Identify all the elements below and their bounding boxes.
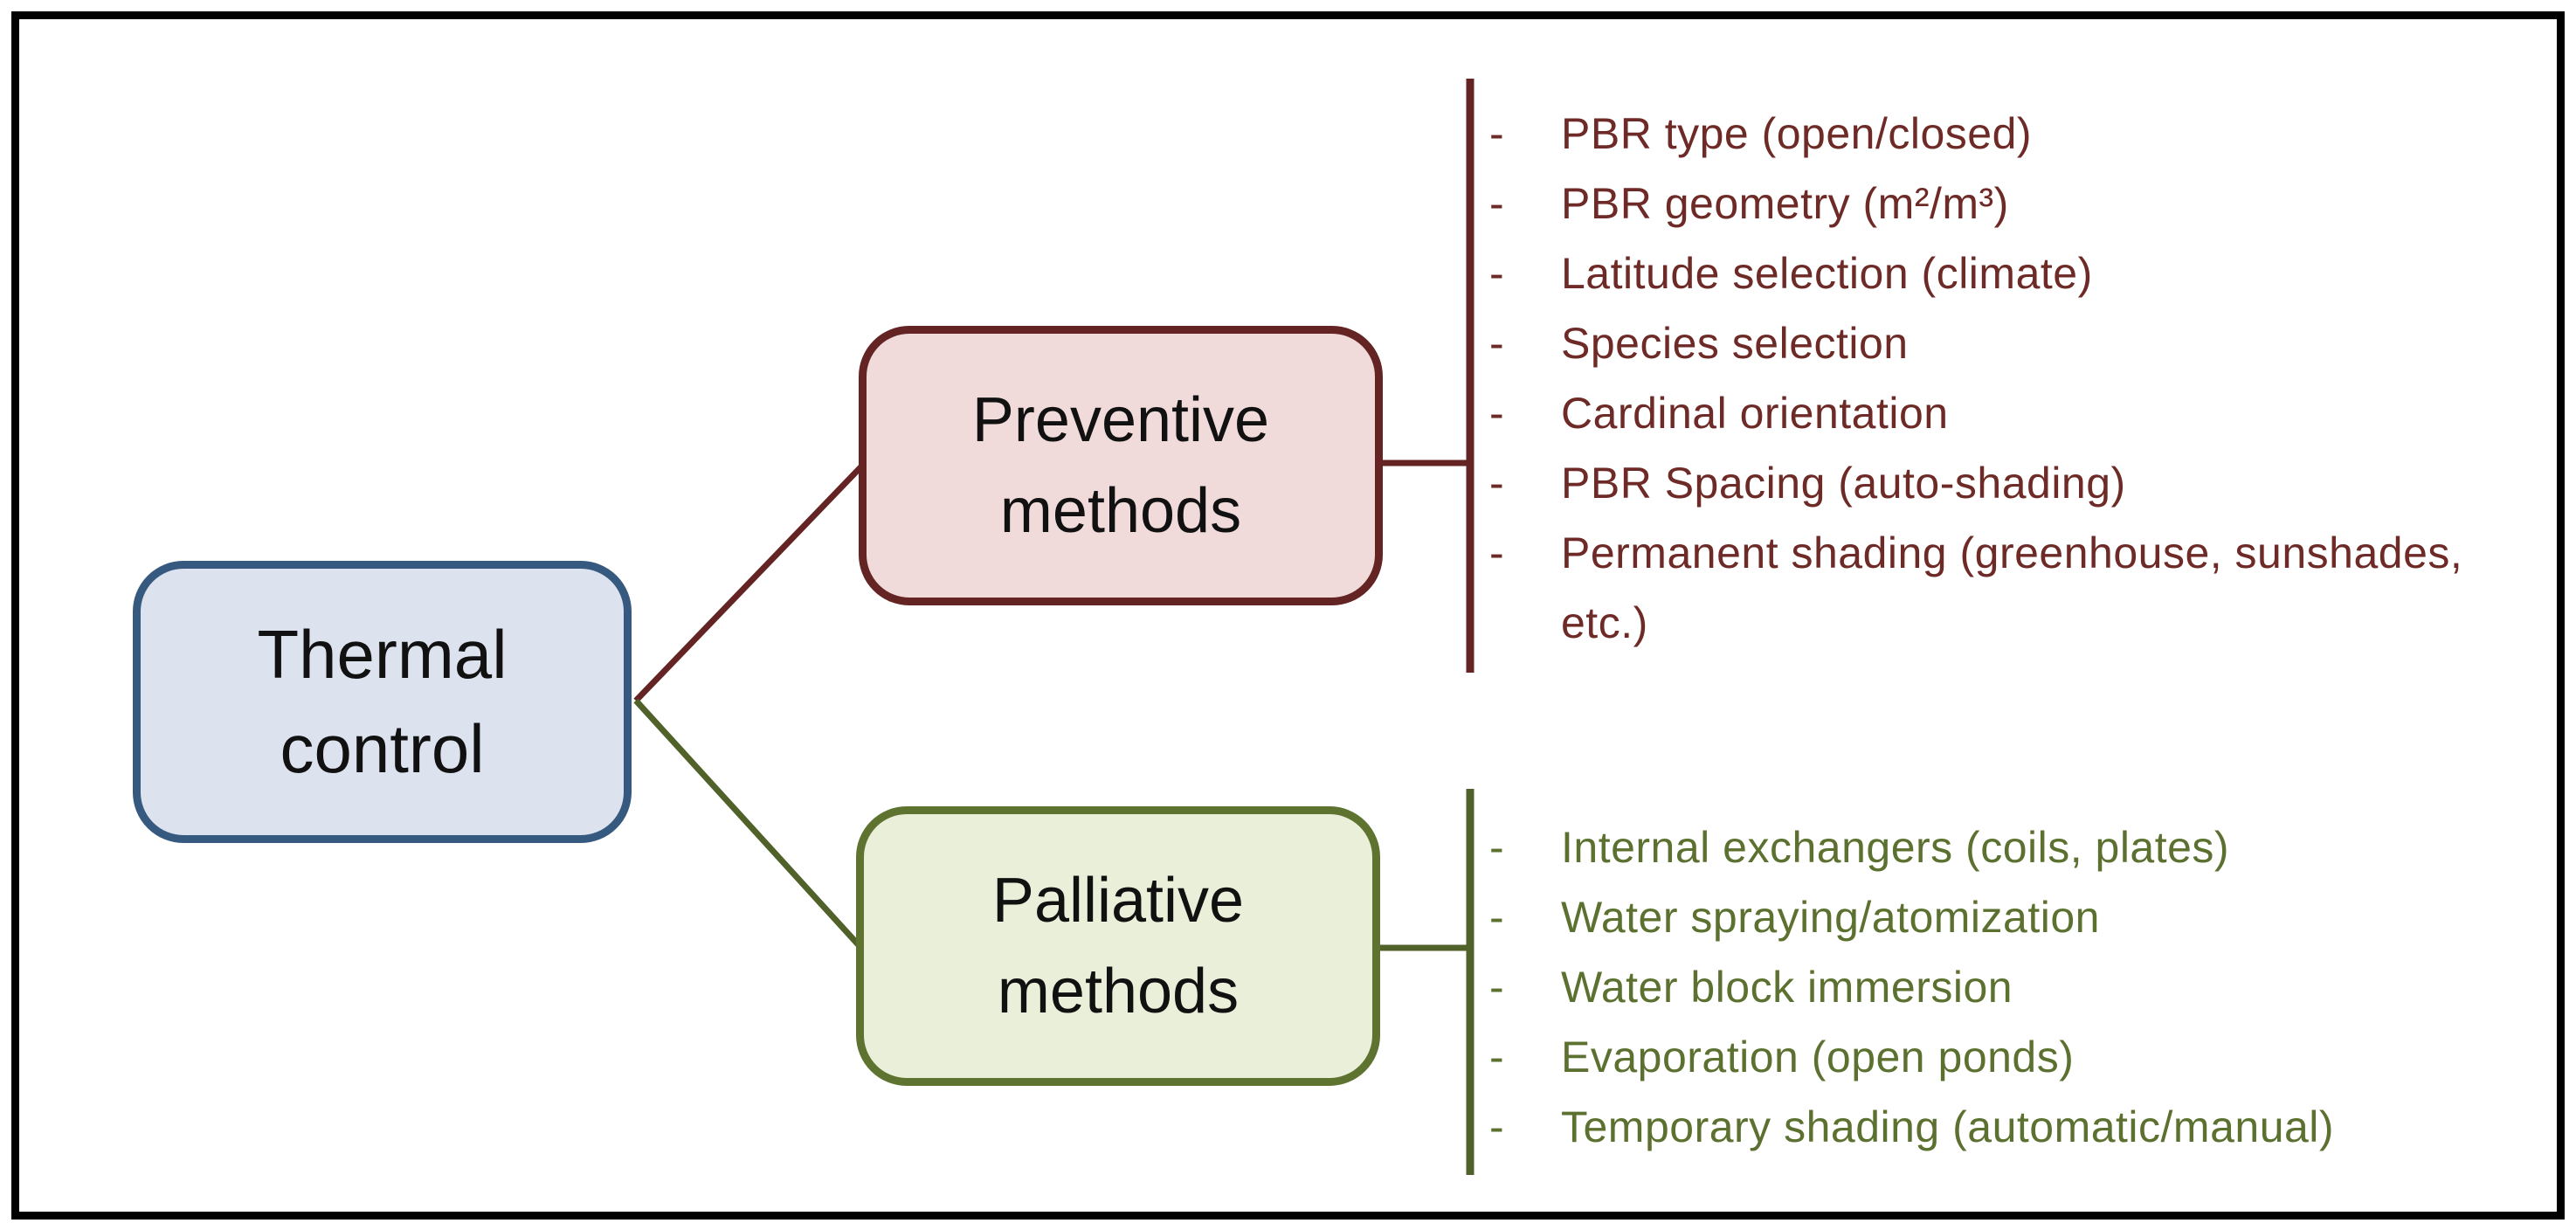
- node-label: Thermal control: [257, 615, 508, 787]
- preventive-items-list: - PBR type (open/closed) - PBR geometry …: [1489, 99, 2520, 658]
- palliative-items-list: - Internal exchangers (coils, plates) - …: [1489, 812, 2520, 1162]
- list-item: - Internal exchangers (coils, plates): [1489, 812, 2520, 882]
- list-item: - Evaporation (open ponds): [1489, 1022, 2520, 1092]
- list-item: - Temporary shading (automatic/manual): [1489, 1092, 2520, 1162]
- dash-bullet: -: [1489, 319, 1505, 368]
- list-item: - Cardinal orientation: [1489, 378, 2520, 448]
- list-item: - Species selection: [1489, 308, 2520, 378]
- node-thermal-control: Thermal control: [133, 561, 632, 843]
- diagram-frame: [11, 11, 2565, 1220]
- list-item-text: Internal exchangers (coils, plates): [1561, 823, 2230, 872]
- list-item-text: Cardinal orientation: [1561, 389, 1949, 438]
- list-item: - Water spraying/atomization: [1489, 882, 2520, 952]
- list-item-text: Evaporation (open ponds): [1561, 1033, 2075, 1081]
- dash-bullet: -: [1489, 1033, 1505, 1081]
- dash-bullet: -: [1489, 963, 1505, 1012]
- list-item: - PBR Spacing (auto-shading): [1489, 448, 2520, 518]
- list-item-text: Water block immersion: [1561, 963, 2013, 1012]
- dash-bullet: -: [1489, 529, 1505, 577]
- node-preventive-methods: Preventive methods: [859, 326, 1383, 605]
- list-item-text: PBR type (open/closed): [1561, 109, 2033, 158]
- list-item-text: Permanent shading (greenhouse, sunshades…: [1561, 529, 2463, 647]
- dash-bullet: -: [1489, 823, 1505, 872]
- dash-bullet: -: [1489, 249, 1505, 298]
- list-item-text: PBR Spacing (auto-shading): [1561, 459, 2126, 508]
- list-item: - PBR type (open/closed): [1489, 99, 2520, 169]
- list-item: - PBR geometry (m²/m³): [1489, 169, 2520, 238]
- list-item-text: PBR geometry (m²/m³): [1561, 179, 2009, 228]
- list-item: - Permanent shading (greenhouse, sunshad…: [1489, 518, 2520, 658]
- dash-bullet: -: [1489, 1102, 1505, 1151]
- dash-bullet: -: [1489, 459, 1505, 508]
- list-item-text: Latitude selection (climate): [1561, 249, 2093, 298]
- list-item: - Latitude selection (climate): [1489, 238, 2520, 308]
- dash-bullet: -: [1489, 109, 1505, 158]
- dash-bullet: -: [1489, 893, 1505, 942]
- list-item-text: Water spraying/atomization: [1561, 893, 2100, 942]
- dash-bullet: -: [1489, 389, 1505, 438]
- list-item: - Water block immersion: [1489, 952, 2520, 1022]
- node-palliative-methods: Palliative methods: [856, 806, 1380, 1086]
- dash-bullet: -: [1489, 179, 1505, 228]
- list-item-text: Temporary shading (automatic/manual): [1561, 1102, 2335, 1151]
- node-label: Palliative methods: [991, 865, 1245, 1026]
- node-label: Preventive methods: [971, 384, 1270, 546]
- list-item-text: Species selection: [1561, 319, 1909, 368]
